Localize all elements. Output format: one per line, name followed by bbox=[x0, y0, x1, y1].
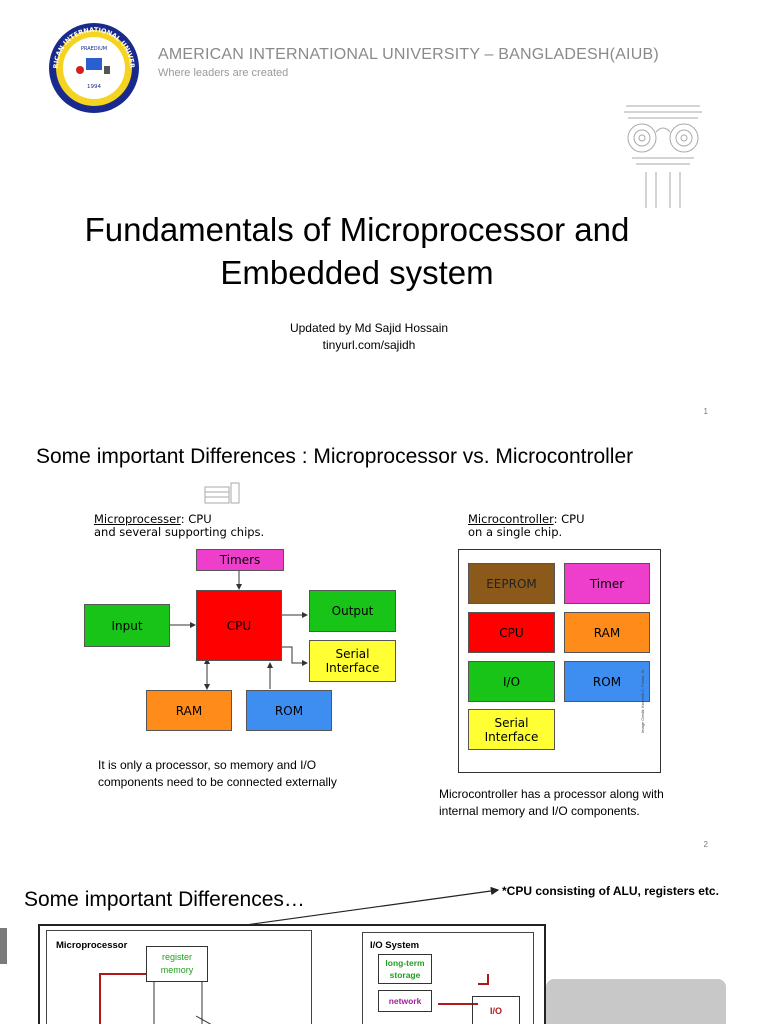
timer-block: Timer bbox=[564, 563, 650, 604]
long-term-storage-box: long-term storage bbox=[378, 954, 432, 984]
input-block: Input bbox=[84, 604, 170, 647]
microcontroller-caption: Microcontroller: CPU on a single chip. bbox=[468, 512, 585, 539]
microprocessor-label: Microprocessor bbox=[56, 940, 128, 951]
slide-title: Some important Differences : Microproces… bbox=[36, 445, 634, 468]
author-link[interactable]: tinyurl.com/sajidh bbox=[322, 338, 416, 352]
microcontroller-chip-outline bbox=[458, 549, 661, 773]
university-name: AMERICAN INTERNATIONAL UNIVERSITY – BANG… bbox=[158, 46, 659, 63]
edge-tab bbox=[0, 928, 7, 964]
eeprom-block: EEPROM bbox=[468, 563, 555, 604]
slide-1: AMERICAN INTERNATIONAL UNIVERSITY BANGLA… bbox=[0, 0, 768, 430]
slide-2: Some important Differences : Microproces… bbox=[0, 433, 768, 856]
author-line: Updated by Md Sajid Hossain bbox=[289, 321, 449, 335]
mc-rom-block: ROM bbox=[564, 661, 650, 702]
io-system-frame bbox=[362, 932, 534, 1024]
column-capital-decoration bbox=[624, 105, 702, 208]
gray-panel bbox=[546, 979, 726, 1024]
slide-title: Some important Differences… bbox=[24, 888, 305, 911]
author-block: Updated by Md Sajid Hossain tinyurl.com/… bbox=[0, 320, 738, 354]
page-number: 2 bbox=[703, 840, 708, 849]
microprocessor-caption: Microprocesser: CPU and several supporti… bbox=[94, 512, 265, 539]
title-line-2: Embedded system bbox=[220, 254, 494, 291]
timers-block: Timers bbox=[196, 549, 284, 571]
svg-text:PRAEDIUM: PRAEDIUM bbox=[81, 46, 107, 52]
output-block: Output bbox=[309, 590, 396, 632]
microcontroller-note: Microcontroller has a processor along wi… bbox=[439, 787, 664, 818]
title-line-1: Fundamentals of Microprocessor and bbox=[84, 211, 630, 248]
mc-serial-interface-block: Serial Interface bbox=[468, 709, 555, 750]
ram-block: RAM bbox=[146, 690, 232, 731]
rom-block: ROM bbox=[246, 690, 332, 731]
microprocessor-note: It is only a processor, so memory and I/… bbox=[98, 758, 337, 789]
register-memory-box: register memory bbox=[146, 946, 208, 982]
cpu-annotation: *CPU consisting of ALU, registers etc. bbox=[502, 884, 719, 898]
io-controller-box: I/O bbox=[472, 996, 520, 1024]
microprocessor-frame bbox=[46, 930, 312, 1024]
slide-3: Some important Differences… *CPU consist… bbox=[0, 866, 768, 1024]
university-tagline: Where leaders are created bbox=[158, 67, 289, 79]
page-number: 1 bbox=[703, 407, 708, 416]
cpu-block: CPU bbox=[196, 590, 282, 661]
svg-text:1994: 1994 bbox=[87, 84, 101, 90]
microprocessor-wiring bbox=[99, 973, 489, 1024]
university-seal-logo: AMERICAN INTERNATIONAL UNIVERSITY BANGLA… bbox=[48, 22, 139, 113]
serial-interface-block: Serial Interface bbox=[309, 640, 396, 682]
building-icon bbox=[204, 482, 240, 504]
mc-io-block: I/O bbox=[468, 661, 555, 702]
network-box: network bbox=[378, 990, 432, 1012]
image-credit: Image Credit: Kenneth C. Foster, III bbox=[640, 670, 645, 733]
mc-ram-block: RAM bbox=[564, 612, 650, 653]
io-system-label: I/O System bbox=[370, 940, 420, 951]
presentation-title: Fundamentals of Microprocessor and Embed… bbox=[0, 208, 714, 294]
mc-cpu-block: CPU bbox=[468, 612, 555, 653]
microprocessor-connections bbox=[170, 571, 308, 690]
